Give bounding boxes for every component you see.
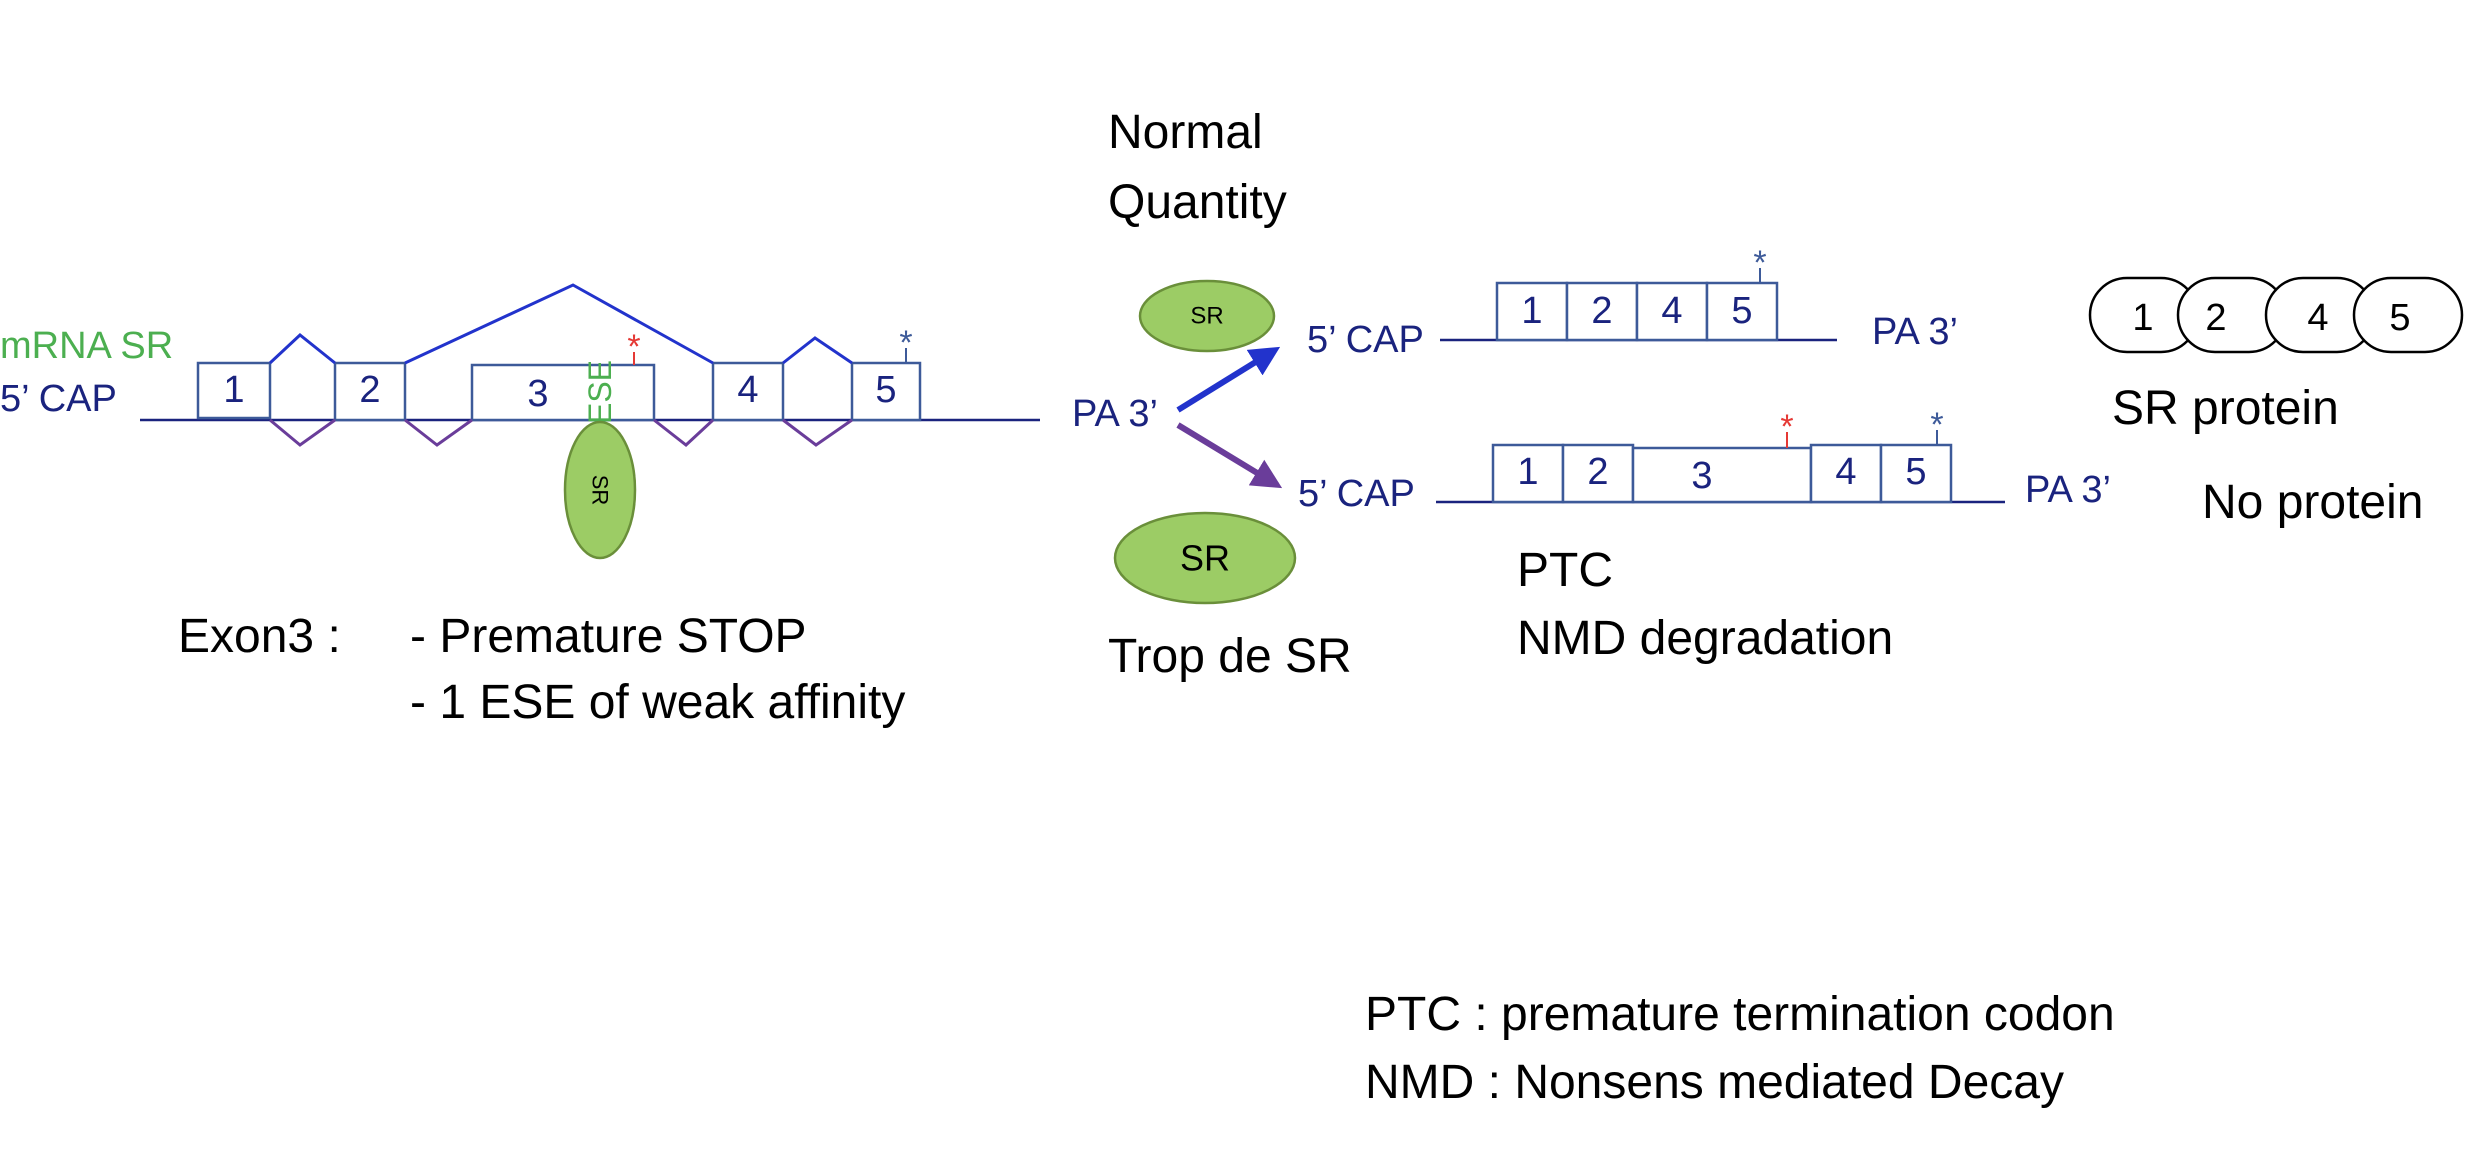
excess-exon-4-label: 4 — [1835, 451, 1856, 493]
excess-exon-1-label: 1 — [1517, 451, 1538, 493]
excess-path: SR Trop de SR 5’ CAP 1 2 3 4 5 * * PA 3’… — [1108, 406, 2423, 683]
protein-domain-1-label: 1 — [2132, 297, 2153, 339]
excess-cap-label: 5’ CAP — [1298, 473, 1415, 515]
splice-2-3-bottom — [404, 418, 473, 447]
pre-exon-4-box — [711, 361, 785, 422]
pre-mrna: mRNA SR 5’ CAP 1 2 3 4 5 ESE * * SR — [0, 283, 1158, 560]
excess-note-nmd: NMD degradation — [1517, 612, 1893, 665]
normal-outcome-label: SR protein — [2112, 382, 2339, 435]
pre-exon-5-box — [850, 361, 922, 422]
protein-domain-5 — [2352, 276, 2464, 354]
mrna-name-label: mRNA SR — [0, 325, 173, 367]
protein-domain-2-label: 2 — [2205, 297, 2226, 339]
pre-exon-2-box — [333, 361, 407, 422]
normal-exon-1-label: 1 — [1521, 290, 1542, 332]
pre-mrna-tail-label: PA 3’ — [1072, 393, 1158, 435]
pre-exon-3-label: 3 — [527, 373, 548, 415]
sr-on-ese — [563, 420, 637, 560]
splice-1-2-bottom — [269, 418, 336, 447]
legend-ptc: PTC : premature termination codon — [1365, 988, 2115, 1041]
normal-condition-line-1: Normal — [1108, 106, 1263, 159]
protein-domain-5-label: 5 — [2389, 297, 2410, 339]
normal-path: Normal Quantity SR 5’ CAP 1 2 4 5 * PA 3… — [1108, 106, 2464, 435]
pre-exon-4-label: 4 — [737, 369, 758, 411]
arrow-normal — [1176, 346, 1281, 413]
sr-protein-chain: 1 2 4 5 — [2088, 276, 2464, 354]
splice-4-5-top — [782, 336, 853, 365]
excess-exon-4-box — [1809, 443, 1883, 504]
excess-tail-label: PA 3’ — [2025, 469, 2111, 511]
sr-normal — [1138, 279, 1276, 353]
normal-exon-1-box — [1495, 281, 1569, 342]
normal-exon-2-label: 2 — [1591, 290, 1612, 332]
sr-on-ese-label: SR — [588, 475, 613, 506]
excess-exon-5-label: 5 — [1905, 451, 1926, 493]
excess-ptc-star: * — [1780, 408, 1793, 446]
arrow-excess — [1176, 422, 1283, 489]
excess-note-ptc: PTC — [1517, 544, 1613, 597]
excess-stop-star: * — [1930, 406, 1943, 444]
legend: PTC : premature termination codon NMD : … — [1365, 988, 2115, 1109]
normal-stop-star: * — [1753, 244, 1766, 282]
normal-cap-label: 5’ CAP — [1307, 319, 1424, 361]
splice-1-2-top — [268, 333, 336, 365]
normal-exon-5-box — [1705, 281, 1779, 342]
pre-exon-3-box — [470, 363, 656, 422]
protein-domain-4-label: 4 — [2307, 297, 2328, 339]
pre-mrna-cap-label: 5’ CAP — [0, 378, 117, 420]
normal-condition-line-2: Quantity — [1108, 176, 1287, 229]
exon3-note: Exon3 : - Premature STOP - 1 ESE of weak… — [178, 610, 905, 729]
excess-exon-2-label: 2 — [1587, 451, 1608, 493]
legend-nmd: NMD : Nonsens mediated Decay — [1365, 1056, 2064, 1109]
pre-exon-5-label: 5 — [875, 369, 896, 411]
exon3-note-title: Exon3 : — [178, 610, 341, 663]
normal-tail-label: PA 3’ — [1872, 311, 1958, 353]
normal-exon-4-box — [1635, 281, 1709, 342]
pre-exon-2-label: 2 — [359, 369, 380, 411]
sr-normal-label: SR — [1190, 303, 1223, 330]
splice-3-4-bottom — [653, 418, 715, 447]
exon3-note-line-2: - 1 ESE of weak affinity — [410, 676, 905, 729]
excess-exon-3-label: 3 — [1691, 455, 1712, 497]
pre-exon-1-box — [196, 361, 272, 420]
normal-exon-4-label: 4 — [1661, 290, 1682, 332]
ese-label: ESE — [582, 360, 618, 424]
excess-condition-label: Trop de SR — [1108, 630, 1352, 683]
excess-outcome-label: No protein — [2202, 476, 2423, 529]
excess-exon-5-box — [1879, 443, 1953, 504]
pre-stop-star: * — [899, 324, 912, 362]
splice-4-5-bottom — [782, 418, 853, 447]
splice-skip-exon3 — [404, 283, 714, 365]
sr-excess — [1113, 511, 1297, 605]
excess-exon-1-box — [1491, 443, 1565, 504]
pre-ptc-star: * — [627, 328, 640, 366]
sr-excess-label: SR — [1180, 538, 1230, 579]
normal-exon-2-box — [1565, 281, 1639, 342]
pre-exon-1-label: 1 — [223, 369, 244, 411]
normal-exon-5-label: 5 — [1731, 290, 1752, 332]
excess-exon-3-box — [1631, 446, 1813, 504]
exon3-note-line-1: - Premature STOP — [410, 610, 807, 663]
excess-exon-2-box — [1561, 443, 1635, 504]
